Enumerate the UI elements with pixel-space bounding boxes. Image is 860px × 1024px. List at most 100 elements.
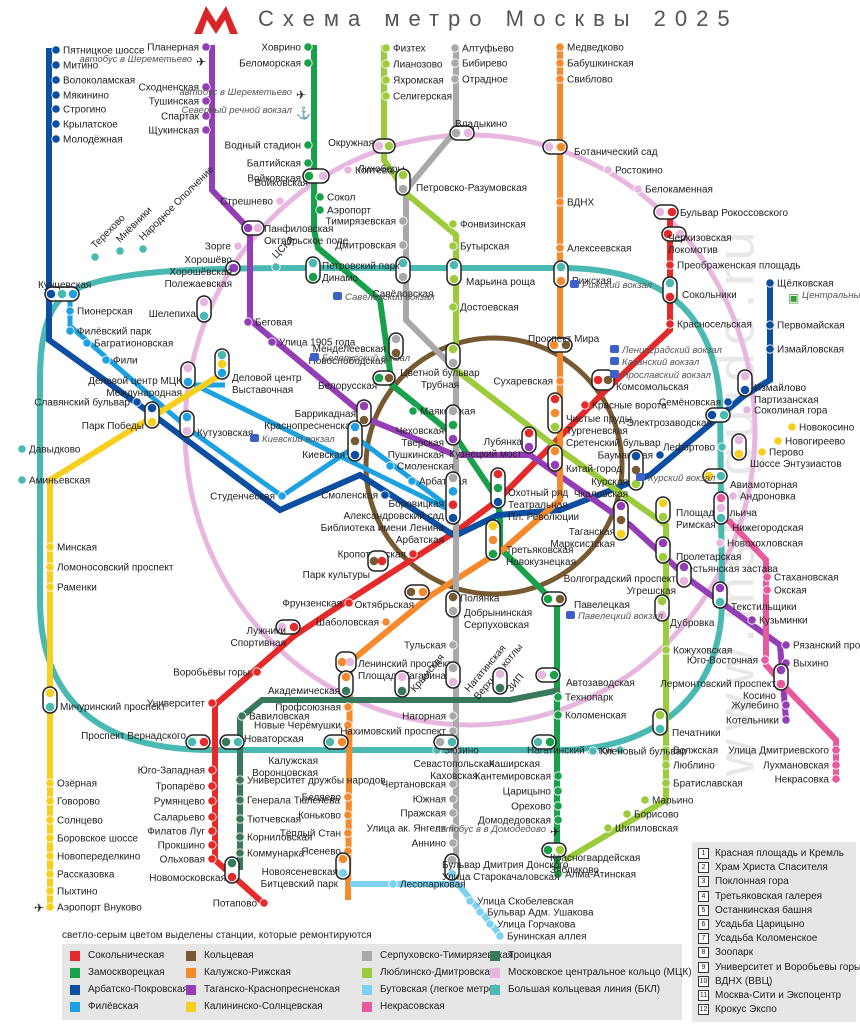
station[interactable]: Дмитровская bbox=[335, 240, 408, 252]
station[interactable]: Технопарк bbox=[553, 692, 614, 704]
station[interactable]: Кантемировская bbox=[475, 771, 563, 783]
station[interactable]: Южная bbox=[413, 794, 458, 806]
station[interactable]: Соколиная гора bbox=[742, 405, 828, 417]
transfer-station[interactable]: Авиамоторная bbox=[702, 468, 797, 491]
station[interactable]: Окская bbox=[762, 585, 807, 597]
station[interactable]: Спартак bbox=[161, 111, 211, 123]
station[interactable]: Кузьминки bbox=[747, 615, 808, 627]
station[interactable]: Котельники bbox=[726, 715, 791, 727]
station[interactable]: Мякинино bbox=[51, 90, 110, 102]
station[interactable]: Солнцево bbox=[45, 815, 103, 827]
station[interactable]: Измайловская bbox=[765, 344, 844, 356]
station[interactable]: Некрасовка bbox=[775, 774, 841, 786]
station[interactable]: Беговая bbox=[243, 317, 292, 329]
station[interactable]: Аэропорт bbox=[315, 205, 372, 217]
station[interactable]: Тропарёво bbox=[155, 781, 217, 793]
station[interactable]: Смоленская bbox=[385, 461, 454, 473]
transfer-station[interactable]: Шоссе Энтузиастов bbox=[731, 433, 842, 470]
station[interactable]: Лухмановская bbox=[763, 760, 841, 772]
station[interactable]: Водный стадион bbox=[225, 140, 313, 152]
transfer-station[interactable]: Белорусская bbox=[318, 370, 396, 392]
station[interactable]: Планерная bbox=[147, 42, 211, 54]
station[interactable]: Боровское шоссе bbox=[45, 833, 139, 845]
station[interactable]: Волоколамская bbox=[51, 75, 135, 87]
station[interactable]: Озёрная bbox=[45, 778, 97, 790]
transfer-station[interactable]: Мичуринский проспект bbox=[42, 686, 166, 714]
station[interactable]: Раменки bbox=[45, 582, 97, 594]
station[interactable]: Физтех bbox=[381, 43, 426, 55]
transfer-station[interactable]: Войковская bbox=[254, 168, 330, 189]
transfer-station[interactable]: Кунцевская bbox=[38, 280, 91, 302]
station[interactable]: Пионерская bbox=[65, 306, 133, 318]
station[interactable]: Нагатинский затон bbox=[527, 745, 625, 757]
station[interactable]: Марьино bbox=[640, 795, 694, 807]
station[interactable]: Новые Черёмушки bbox=[254, 720, 353, 732]
station[interactable]: Селигерская bbox=[381, 91, 452, 103]
station[interactable]: Фрунзенская bbox=[282, 598, 354, 610]
station[interactable]: Минская bbox=[45, 542, 97, 554]
transfer-station[interactable]: Бульвар Рокоссовского bbox=[653, 204, 788, 220]
transfer-station[interactable]: Комсомольская bbox=[591, 369, 689, 393]
station[interactable]: Андроновка bbox=[728, 491, 796, 503]
transfer-station[interactable]: Петровско-Разумовская bbox=[395, 168, 527, 196]
station[interactable]: Строгино bbox=[51, 104, 107, 116]
transfer-station[interactable]: Владыкино bbox=[449, 119, 508, 141]
station[interactable]: Юго-Восточная bbox=[687, 655, 770, 667]
station[interactable]: Стрешнево bbox=[220, 196, 285, 208]
station[interactable]: Сокол bbox=[315, 192, 356, 204]
station[interactable]: Зорге bbox=[205, 241, 243, 253]
transfer-station[interactable]: Автозаводская bbox=[535, 667, 635, 689]
station[interactable]: Алтуфьево bbox=[450, 43, 514, 55]
station[interactable]: Тульская bbox=[404, 640, 458, 652]
station[interactable]: Беляево bbox=[302, 792, 353, 804]
station[interactable]: Тушинская bbox=[149, 96, 211, 108]
transfer-station[interactable]: Парк культуры bbox=[303, 550, 389, 581]
station[interactable]: Нагорная bbox=[402, 711, 458, 723]
transfer-station[interactable]: Октябрьская bbox=[355, 584, 430, 611]
station[interactable]: Пыхтино bbox=[45, 886, 98, 898]
station[interactable]: Новогиреево bbox=[773, 436, 846, 448]
station[interactable]: Щукинская bbox=[148, 125, 211, 137]
transfer-station[interactable]: Сокольники bbox=[662, 276, 737, 304]
transfer-station[interactable]: Павелецкая bbox=[541, 591, 630, 611]
station[interactable]: Отрадное bbox=[450, 74, 509, 86]
station[interactable]: Корниловская bbox=[235, 832, 313, 844]
station[interactable]: Славянский бульвар bbox=[34, 397, 142, 409]
transfer-station[interactable]: Шелепиха bbox=[149, 295, 212, 323]
station[interactable]: Коптево bbox=[343, 165, 393, 177]
station[interactable]: Смоленская bbox=[321, 490, 390, 502]
station[interactable]: Новохохловская bbox=[715, 538, 803, 550]
station[interactable]: Кленовый бульвар bbox=[588, 746, 687, 758]
station[interactable]: Рязанский проспект bbox=[781, 640, 860, 652]
station[interactable]: Сходненская bbox=[139, 82, 211, 94]
station[interactable]: Братиславская bbox=[661, 778, 743, 790]
transfer-station[interactable]: Текстильщики bbox=[712, 581, 797, 613]
station[interactable]: Университет дружбы народов bbox=[235, 775, 386, 787]
station[interactable]: Новокосино bbox=[787, 422, 855, 434]
station[interactable]: Лефортово bbox=[663, 442, 727, 454]
station[interactable]: Красносельская bbox=[665, 319, 752, 331]
station[interactable]: Алексеевская bbox=[555, 243, 632, 255]
station[interactable]: Борисово bbox=[622, 809, 679, 821]
transfer-station[interactable]: ЗИП bbox=[492, 667, 526, 695]
station[interactable]: Алма-Атинская bbox=[553, 869, 636, 881]
station[interactable]: Перово bbox=[757, 447, 804, 459]
station[interactable]: Медведково bbox=[555, 42, 624, 54]
station[interactable]: Саларьево bbox=[154, 812, 217, 824]
station[interactable]: Бибирево bbox=[450, 58, 508, 70]
station[interactable]: Давыдково bbox=[17, 444, 81, 456]
station[interactable]: Улица 1905 года bbox=[267, 337, 356, 349]
station[interactable]: Пятницкое шоссе bbox=[51, 45, 145, 57]
station[interactable]: Потапово bbox=[213, 898, 269, 910]
